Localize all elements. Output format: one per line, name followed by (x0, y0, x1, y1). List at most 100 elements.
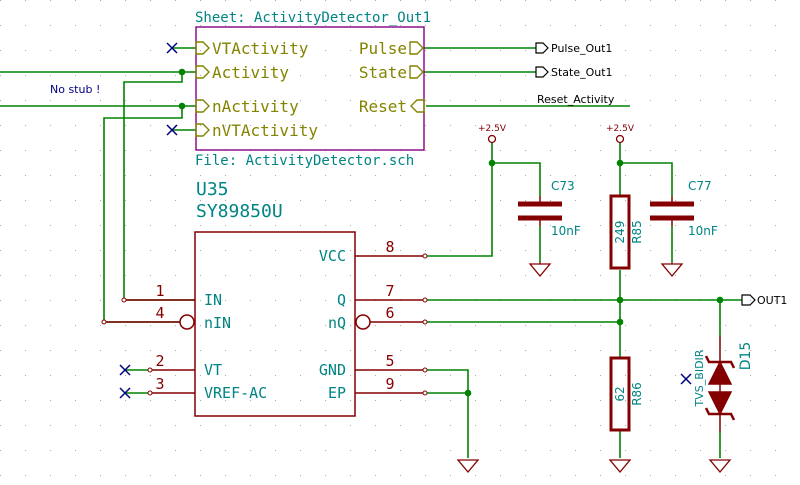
u35-pin-name-nin: nIN (204, 314, 231, 332)
gnd-d15-icon (708, 459, 732, 474)
r85-ref: R85 (630, 220, 644, 244)
sheet-pin-state-shape (409, 65, 424, 79)
label-out1-shape (741, 294, 756, 306)
label-state-out1: State_Out1 (551, 66, 613, 79)
c77-ref: C77 (688, 179, 712, 193)
d15-value: TVS_BIDIR (693, 349, 706, 407)
u35-pin-num-in: 1 (155, 282, 164, 300)
wire-gnd (425, 369, 469, 458)
d15-triangle-down (707, 391, 733, 416)
sheet-pin-pulse-shape (409, 41, 424, 55)
label-pulse-out1: Pulse_Out1 (551, 42, 612, 55)
d15-bar-top (704, 355, 736, 369)
junction-d15 (716, 296, 724, 304)
r86-ref: R86 (630, 382, 644, 406)
u35-pin-num-vt: 2 (155, 352, 164, 370)
junction-activity (178, 68, 186, 76)
c77-component[interactable]: C77 10nF (650, 179, 718, 238)
r86-component[interactable]: 62 R86 (609, 356, 644, 432)
c73-component[interactable]: C73 10nF (518, 179, 581, 238)
u35-pin-name-nq: nQ (328, 314, 346, 332)
net-labels[interactable]: Pulse_Out1 State_Out1 Reset_Activity OUT… (535, 42, 787, 307)
sheet-pin-nactivity: nActivity (212, 97, 299, 116)
sheet-border (195, 26, 425, 151)
c73-ref: C73 (551, 179, 575, 193)
sheet-pin-vtactivity-shape (195, 41, 210, 55)
power-rail-1-label: +2.5V (478, 124, 507, 134)
u35-value: SY89850U (196, 201, 283, 222)
sheet-pin-shapes-right (409, 41, 425, 113)
u35-pin-name-in: IN (204, 291, 222, 309)
gnd-r86-icon (608, 459, 632, 474)
u35-pin-name-q: Q (337, 291, 346, 309)
note-no-stub: No stub ! (50, 83, 100, 96)
u35-component[interactable]: U35 SY89850U 1 4 2 (101, 179, 428, 417)
r85-value: 249 (613, 221, 627, 244)
no-connect-d15 (680, 373, 692, 385)
junction-nq (616, 318, 624, 326)
u35-pin-num-ep: 9 (385, 375, 394, 393)
u35-pin-num-vref: 3 (155, 375, 164, 393)
u35-pin-name-gnd: GND (319, 361, 346, 379)
d15-bar-bottom (704, 407, 736, 421)
u35-pin-name-vref: VREF-AC (204, 384, 267, 402)
sheet-pin-nvtactivity-shape (195, 123, 210, 137)
no-connect-vref (119, 387, 131, 399)
u35-pin-num-gnd: 5 (385, 352, 394, 370)
sheet-pin-reset: Reset (359, 97, 407, 116)
r85-component[interactable]: 249 R85 (609, 194, 644, 270)
junction-nactivity (178, 102, 186, 110)
u35-pin-name-vt: VT (204, 361, 222, 379)
no-connect-vtactivity (166, 42, 178, 54)
gnd-u35-icon (456, 459, 480, 474)
sheet-name: Sheet: ActivityDetector_Out1 (195, 10, 431, 26)
junctions (178, 68, 724, 397)
u35-pin-name-ep: EP (328, 384, 346, 402)
u35-pin-name-vcc: VCC (319, 247, 346, 265)
d15-ref: D15 (738, 342, 754, 371)
u35-ref: U35 (196, 179, 229, 200)
sheet-pin-shapes-left (195, 41, 210, 137)
power-rail-2-label: +2.5V (606, 124, 635, 134)
u35-pin-num-nq: 6 (385, 304, 394, 322)
label-reset-activity: Reset_Activity (537, 93, 615, 106)
c73-value: 10nF (551, 224, 581, 238)
power-rail-2: +2.5V (606, 124, 635, 144)
u35-pin-num-vcc: 8 (385, 238, 394, 256)
r86-value: 62 (613, 386, 627, 401)
sheet-pin-activity-shape (195, 65, 210, 79)
sheet-pin-reset-shape (410, 99, 425, 113)
junction-ep (464, 389, 472, 397)
d15-triangle-up (707, 360, 733, 385)
u35-pin-num-nin: 4 (155, 304, 164, 322)
sheet-pin-state: State (359, 63, 407, 82)
sheet-pin-nvtactivity: nVTActivity (212, 121, 318, 140)
sheet-pin-vtactivity: VTActivity (212, 39, 309, 58)
u35-body (194, 231, 356, 417)
label-out1: OUT1 (757, 294, 787, 307)
d15-component[interactable]: TVS_BIDIR D15 (693, 336, 754, 432)
u35-pin-num-q: 7 (385, 282, 394, 300)
no-connect-nvtactivity (166, 124, 178, 136)
label-state-shape (535, 66, 549, 78)
power-rail-1: +2.5V (478, 124, 507, 144)
sheet-pin-activity: Activity (212, 63, 289, 82)
wire-c77-top (620, 162, 673, 196)
junction-vcc (488, 159, 496, 167)
ground-symbols (456, 262, 732, 474)
junction-rail2 (616, 159, 624, 167)
r85-body (609, 194, 631, 270)
sheet-file: File: ActivityDetector.sch (195, 153, 414, 169)
no-connect-flags (119, 42, 692, 399)
junction-q (616, 296, 624, 304)
sheet-activitydetector[interactable]: Sheet: ActivityDetector_Out1 File: Activ… (195, 10, 431, 169)
u35-nq-bubble (355, 314, 371, 330)
u35-nin-bubble (179, 314, 195, 330)
no-connect-vt (119, 364, 131, 376)
sheet-pin-nactivity-shape (195, 99, 210, 113)
sheet-pin-pulse: Pulse (359, 39, 407, 58)
c77-value: 10nF (688, 224, 718, 238)
r86-body (609, 356, 631, 432)
